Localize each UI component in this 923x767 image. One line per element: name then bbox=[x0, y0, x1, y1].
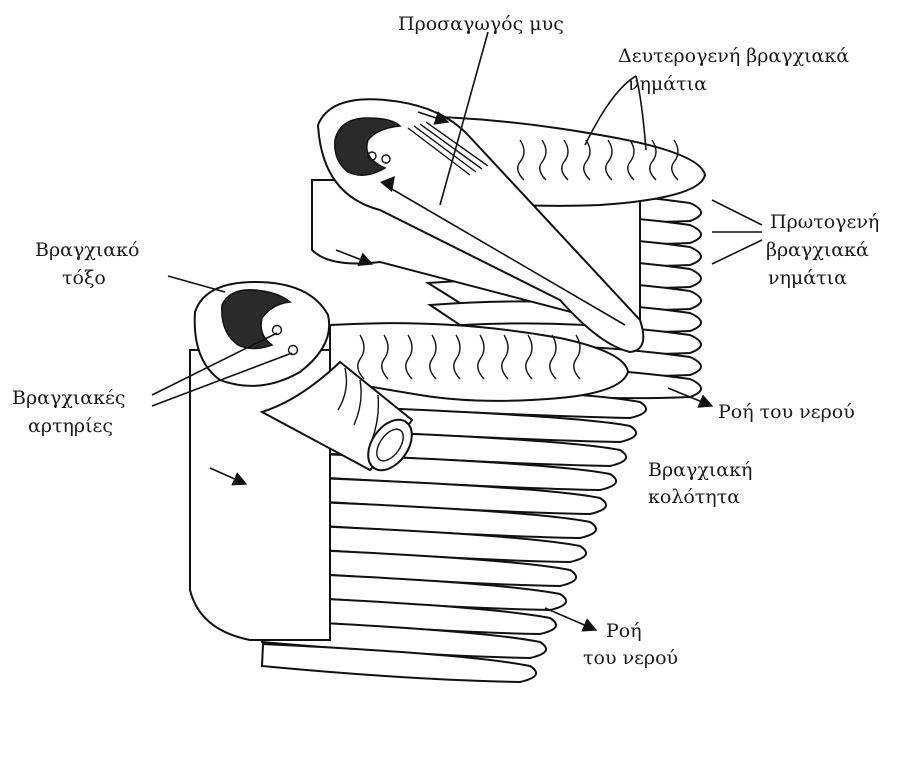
label-primary-filaments-1: Πρωτογενή bbox=[770, 211, 879, 233]
label-water-flow-bottom-2: του νερού bbox=[583, 647, 678, 669]
label-primary-filaments-2: βραγχιακά bbox=[766, 239, 869, 261]
label-gill-cavity-2: κολότητα bbox=[648, 486, 740, 508]
label-gill-arteries-2: αρτηρίες bbox=[28, 415, 113, 437]
label-water-flow-bottom-1: Ροή bbox=[606, 620, 642, 642]
label-adductor-muscle: Προσαγωγός μυς bbox=[398, 13, 564, 35]
label-gill-cavity-1: Βραγχιακή bbox=[648, 459, 752, 481]
label-secondary-filaments-1: Δευτερογενή βραγχιακά bbox=[618, 45, 849, 67]
label-gill-arch-2: τόξο bbox=[62, 267, 106, 289]
label-gill-arteries-1: Βραγχιακές bbox=[12, 387, 125, 409]
label-gill-arch-1: Βραγχιακό bbox=[35, 239, 139, 261]
label-primary-filaments-3: νημάτια bbox=[768, 267, 847, 289]
label-secondary-filaments-2: νημάτια bbox=[628, 73, 707, 95]
label-water-flow-right: Ροή του νερού bbox=[718, 401, 855, 423]
